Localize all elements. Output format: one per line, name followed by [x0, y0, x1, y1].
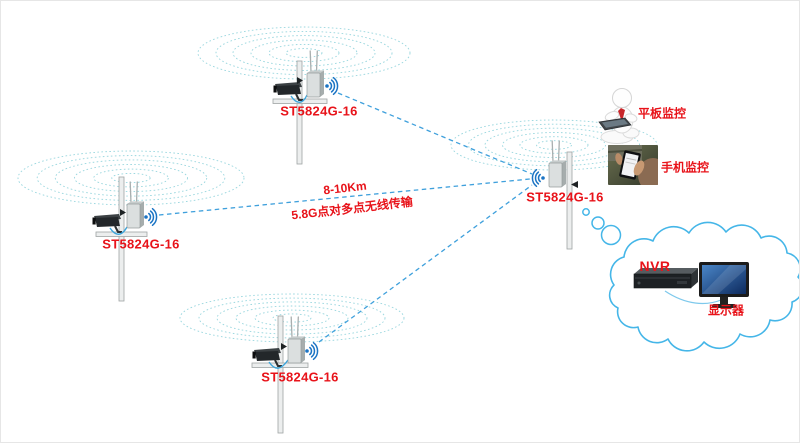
wireless-ap-icon [548, 140, 567, 188]
cctv-camera-icon [91, 213, 123, 233]
direction-arrow [297, 77, 303, 84]
tablet-monitoring-label: 平板监控 [637, 106, 687, 121]
red-tie [618, 108, 625, 122]
nvr-monitor-connector [664, 290, 722, 305]
radiation-rings-top [197, 26, 411, 80]
person-with-tablet [598, 88, 640, 144]
camera-cable [290, 94, 308, 103]
wireless-ap-icon [287, 316, 306, 364]
transmitter-node-bottom [251, 315, 319, 434]
mounting-pole [118, 176, 125, 302]
direction-arrow [120, 209, 126, 216]
transmitter-node-top [272, 50, 339, 165]
wifi-signal-icon [531, 168, 545, 188]
wifi-signal-icon [144, 207, 158, 227]
wireless-ap-icon [126, 181, 145, 229]
thought-bubbles [582, 208, 622, 246]
node-label-top: ST5824G-16 [280, 103, 358, 119]
direction-arrow [281, 343, 287, 350]
mounting-pole [296, 60, 303, 165]
wireless-link-bottom [318, 184, 533, 343]
wireless-ap-icon [306, 50, 325, 98]
wireless-link-top [337, 92, 533, 175]
hand-with-phone-photo [608, 145, 658, 185]
display-label: 显示器 [707, 303, 745, 318]
nvr-label: NVR [639, 258, 671, 274]
wifi-signal-icon [305, 341, 319, 361]
wifi-signal-icon [325, 76, 339, 96]
transmitter-node-left [91, 176, 158, 302]
phone-monitoring-label: 手机监控 [660, 160, 710, 175]
node-label-receiver: ST5824G-16 [526, 189, 604, 205]
nvr-recorder-icon [633, 268, 698, 289]
node-label-bottom: ST5824G-16 [261, 369, 339, 385]
radiation-rings-bottom [179, 293, 405, 343]
network-cloud [608, 221, 799, 352]
wireless-link-left [158, 178, 531, 216]
camera-cable [268, 359, 289, 369]
receiver-node [531, 140, 578, 250]
node-label-left: ST5824G-16 [102, 236, 180, 252]
mounting-pole [277, 315, 284, 434]
camera-cable [109, 226, 128, 235]
direction-arrow [571, 181, 578, 188]
cctv-camera-icon [272, 81, 304, 101]
mounting-pole [566, 151, 573, 250]
display-monitor-icon [699, 262, 749, 308]
